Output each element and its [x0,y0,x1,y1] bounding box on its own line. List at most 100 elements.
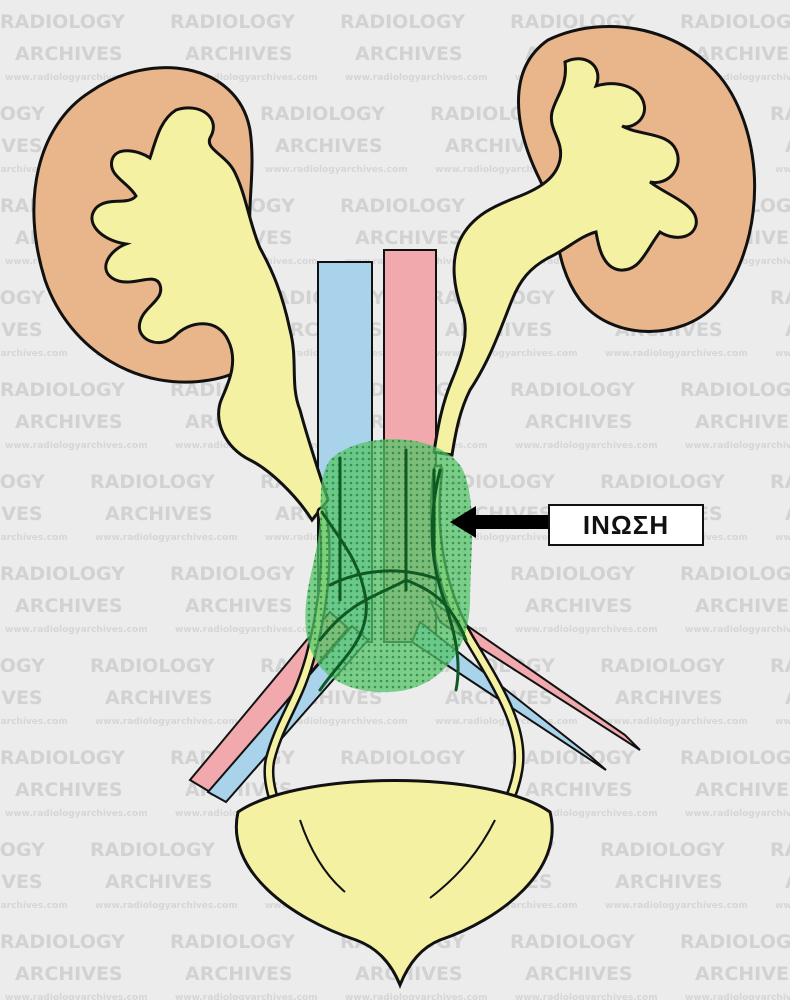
watermark-line1: RADIOLOGY [510,379,635,401]
fibrosis-texture [305,439,472,693]
watermark-line1: RADIOLOGY [0,747,125,769]
watermark-url: www.radiologyarchives.com [435,349,578,359]
watermark-line1: RADIOLOGY [600,655,725,677]
watermark-line2: ARCHIVES [185,963,293,985]
mass-bifurcation-right [404,578,468,642]
watermark-line2: ARCHIVES [355,963,463,985]
watermark-line2: ARCHIVES [695,43,790,65]
watermark-line1: RADIOLOGY [600,839,725,861]
watermark-line1: RADIOLOGY [170,931,295,953]
watermark-line2: ARCHIVES [275,135,383,157]
left-renal-pelvis [90,106,330,523]
watermark-url: www.radiologyarchives.com [775,533,790,543]
watermark-line2: ARCHIVES [785,319,790,341]
watermark-line1: RADIOLOGY [260,103,385,125]
watermark-line2: ARCHIVES [785,503,790,525]
watermark-url: www.radiologyarchives.com [345,73,488,83]
watermark-line1: RADIOLOGY [0,379,125,401]
watermark-line2: ARCHIVES [355,43,463,65]
watermark-line2: ARCHIVES [525,779,633,801]
watermark-line2: ARCHIVES [185,595,293,617]
watermark-line2: ARCHIVES [695,963,790,985]
watermark-line1: RADIOLOGY [0,931,125,953]
watermark-url: www.radiologyarchives.com [435,165,578,175]
watermark-line1: RADIOLOGY [170,563,295,585]
watermark-url: www.radiologyarchives.com [265,165,408,175]
watermark-url: www.radiologyarchives.com [515,625,658,635]
watermark-url: www.radiologyarchives.com [685,809,790,819]
watermark-line2: ARCHIVES [105,871,213,893]
watermark-url: www.radiologyarchives.com [435,717,578,727]
watermark-line1: RADIOLOGY [510,931,635,953]
watermark-line2: ARCHIVES [0,503,43,525]
watermark-line2: ARCHIVES [185,43,293,65]
watermark-url: www.radiologyarchives.com [5,441,148,451]
watermark-line1: RADIOLOGY [90,655,215,677]
watermark-line2: ARCHIVES [785,135,790,157]
watermark-url: www.radiologyarchives.com [5,809,148,819]
fibrosis-mass [305,439,472,693]
watermark-url: www.radiologyarchives.com [0,349,68,359]
urinary-bladder [234,779,554,990]
watermark-line2: ARCHIVES [525,595,633,617]
watermark-url: www.radiologyarchives.com [5,993,148,1000]
watermark-url: www.radiologyarchives.com [265,717,408,727]
watermark-url: www.radiologyarchives.com [175,73,318,83]
watermark-line2: ARCHIVES [105,503,213,525]
annotation-label: ΙΝΩΣΗ [548,504,704,546]
watermark-url: www.radiologyarchives.com [175,993,318,1000]
watermark-line2: ARCHIVES [525,963,633,985]
watermark-url: www.radiologyarchives.com [515,993,658,1000]
watermark-line1: RADIOLOGY [90,471,215,493]
watermark-line2: ARCHIVES [785,687,790,709]
mass-ureter-right [430,468,460,692]
watermark-line2: ARCHIVES [15,963,123,985]
mass-crossing [328,569,442,587]
watermark-url: www.radiologyarchives.com [5,73,148,83]
watermark-url: www.radiologyarchives.com [345,993,488,1000]
watermark-url: www.radiologyarchives.com [685,73,790,83]
watermark-line1: RADIOLOGY [770,839,790,861]
watermark-line1: RADIOLOGY [170,11,295,33]
watermark-line1: RADIOLOGY [770,287,790,309]
watermark-line2: ARCHIVES [15,43,123,65]
watermark-url: www.radiologyarchives.com [775,349,790,359]
watermark-line1: RADIOLOGY [0,11,125,33]
watermark-line1: RADIOLOGY [0,287,45,309]
mass-bifurcation-left [318,578,408,642]
watermark-line1: RADIOLOGY [600,471,725,493]
left-arrow-icon [450,506,548,538]
watermark-line1: RADIOLOGY [340,195,465,217]
watermark-url: www.radiologyarchives.com [5,625,148,635]
watermark-line2: ARCHIVES [355,227,463,249]
watermark-line1: RADIOLOGY [510,563,635,585]
watermark-url: www.radiologyarchives.com [685,625,790,635]
watermark-line2: ARCHIVES [0,135,43,157]
watermark-line2: ARCHIVES [695,779,790,801]
watermark-line1: RADIOLOGY [90,839,215,861]
watermark-url: www.radiologyarchives.com [175,625,318,635]
watermark-line1: RADIOLOGY [510,747,635,769]
watermark-url: www.radiologyarchives.com [605,717,748,727]
watermark-url: www.radiologyarchives.com [605,349,748,359]
watermark-line2: ARCHIVES [15,595,123,617]
watermark-line1: RADIOLOGY [0,471,45,493]
watermark-line1: RADIOLOGY [680,563,790,585]
watermark-line2: ARCHIVES [15,779,123,801]
right-renal-pelvis [432,57,698,457]
watermark-line1: RADIOLOGY [770,471,790,493]
watermark-line2: ARCHIVES [0,319,43,341]
watermark-line1: RADIOLOGY [340,11,465,33]
watermark-line2: ARCHIVES [0,687,43,709]
watermark-line2: ARCHIVES [525,411,633,433]
watermark-url: www.radiologyarchives.com [775,901,790,911]
watermark-line2: ARCHIVES [695,595,790,617]
watermark-url: www.radiologyarchives.com [0,165,68,175]
watermark-url: www.radiologyarchives.com [0,533,68,543]
watermark-url: www.radiologyarchives.com [605,901,748,911]
watermark-url: www.radiologyarchives.com [0,717,68,727]
watermark-url: www.radiologyarchives.com [775,165,790,175]
watermark-line2: ARCHIVES [15,411,123,433]
watermark-url: www.radiologyarchives.com [0,901,68,911]
